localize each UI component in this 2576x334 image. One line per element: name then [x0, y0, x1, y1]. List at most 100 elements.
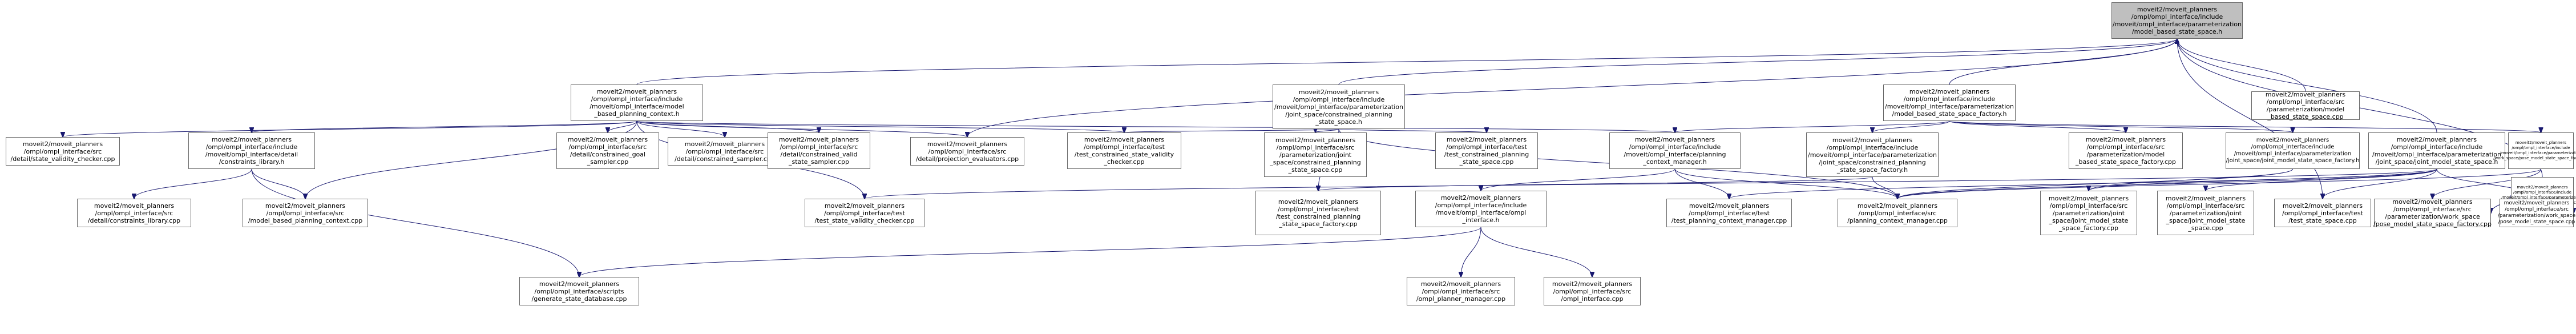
- file-node-label-line: moveit2/moveit_planners: [1440, 194, 1521, 202]
- file-node-label-line: moveit2/moveit_planners: [1446, 136, 1527, 143]
- file-node-label-line: /ompl_interface.cpp: [1561, 295, 1624, 303]
- file-node-label-line: moveit2/moveit_planners: [927, 140, 1008, 148]
- file-node-label-line: /generate_state_database.cpp: [531, 295, 627, 303]
- file-node-label-line: /ompl/ompl_interface/src: [1422, 287, 1500, 295]
- file-node-mbsscpp[interactable]: moveit2/moveit_planners/ompl/ompl_interf…: [2251, 91, 2360, 120]
- file-node-label-line: moveit2/moveit_planners: [1420, 280, 1501, 288]
- include-edge-mbssf-to-pcm: [1675, 120, 1950, 132]
- file-node-label-line: moveit2/moveit_planners: [567, 136, 648, 143]
- file-node-label-line: /ompl/ompl_interface/test: [1446, 143, 1527, 151]
- file-node-cpssf[interactable]: moveit2/moveit_planners/ompl/ompl_interf…: [1806, 132, 1939, 177]
- file-node-cpsscpp[interactable]: moveit2/moveit_planners/ompl/ompl_interf…: [1264, 132, 1367, 177]
- file-node-label-line: _based_state_space.cpp: [2267, 113, 2344, 120]
- file-node-label-line: _interface.h: [1462, 216, 1500, 224]
- file-node-label-line: moveit2/moveit_planners: [1689, 202, 1770, 210]
- include-edge-mpc-to-clh: [252, 120, 637, 132]
- file-node-label-line: _space/joint_model_state: [2049, 216, 2129, 224]
- file-node-label-line: /ompl/ompl_interface/src: [2393, 206, 2472, 213]
- file-node-label-line: moveit2/moveit_planners: [2137, 6, 2218, 13]
- file-node-clh[interactable]: moveit2/moveit_planners/ompl/ompl_interf…: [188, 132, 315, 169]
- file-node-mbssfcpp[interactable]: moveit2/moveit_planners/ompl/ompl_interf…: [2069, 132, 2183, 169]
- include-edge-mpc-to-cs: [636, 120, 725, 137]
- file-node-gsd[interactable]: moveit2/moveit_planners/ompl/ompl_interf…: [519, 277, 639, 305]
- include-edge-jmss-to-tsvc: [865, 168, 2437, 199]
- file-node-label-line: /ompl/ompl_interface/test: [1689, 209, 1770, 217]
- file-node-label-line: /ompl/ompl_interface/src: [1276, 143, 1355, 151]
- file-node-label-line: moveit2/moveit_planners: [1857, 202, 1938, 210]
- file-node-label-line: moveit2/moveit_planners: [1275, 136, 1356, 144]
- file-node-label-line: /parameterization/model: [2086, 151, 2165, 158]
- file-node-label-line: /moveit/ompl_interface/parameterization: [1885, 103, 2014, 110]
- file-node-label-line: /joint_space/joint_model_state_space_fac…: [2226, 158, 2360, 164]
- file-node-label-line: /moveit/ompl_interface/model: [590, 103, 684, 110]
- file-node-pmssfcpp[interactable]: moveit2/moveit_planners/ompl/ompl_interf…: [2373, 198, 2492, 228]
- include-edge-mpc-to-cvss: [636, 120, 819, 132]
- include-edge-oih-to-gsd: [579, 227, 1481, 277]
- file-node-tpcm[interactable]: moveit2/moveit_planners/ompl/ompl_interf…: [1666, 199, 1792, 227]
- file-node-label-line: /moveit/ompl_interface/parameterization: [2501, 195, 2576, 200]
- include-edge-mbssf-to-root: [1949, 39, 2177, 85]
- file-node-pe[interactable]: moveit2/moveit_planners/ompl/ompl_interf…: [910, 137, 1024, 166]
- file-node-pcm[interactable]: moveit2/moveit_planners/ompl/ompl_interf…: [1609, 132, 1741, 169]
- file-node-label-line: /ompl/ompl_interface/src: [1858, 209, 1937, 217]
- file-node-label-line: /ompl/ompl_interface/test: [1084, 143, 1165, 151]
- file-node-csp[interactable]: moveit2/moveit_planners/ompl/ompl_interf…: [1273, 84, 1405, 129]
- file-node-label-line: moveit2/moveit_planners: [2517, 185, 2568, 190]
- file-node-pmssf[interactable]: moveit2/moveit_planners/ompl/ompl_interf…: [2493, 132, 2576, 169]
- file-node-cgs[interactable]: moveit2/moveit_planners/ompl/ompl_interf…: [556, 132, 659, 169]
- file-node-cvss[interactable]: moveit2/moveit_planners/ompl/ompl_interf…: [768, 132, 870, 169]
- file-node-tcpssf[interactable]: moveit2/moveit_planners/ompl/ompl_interf…: [1255, 191, 1381, 235]
- file-node-pcmcpp[interactable]: moveit2/moveit_planners/ompl/ompl_interf…: [1838, 199, 1957, 227]
- file-node-label-line: moveit2/moveit_planners: [2504, 200, 2570, 206]
- file-node-label-line: /test_constrained_state_validity: [1074, 151, 1174, 158]
- file-node-label-line: moveit2/moveit_planners: [22, 140, 103, 148]
- file-node-clcpp[interactable]: moveit2/moveit_planners/ompl/ompl_interf…: [77, 199, 191, 227]
- file-node-root[interactable]: moveit2/moveit_planners/ompl/ompl_interf…: [2111, 2, 2243, 39]
- file-node-pmsscpp[interactable]: moveit2/moveit_planners/ompl/ompl_interf…: [2498, 199, 2575, 227]
- file-node-opm[interactable]: moveit2/moveit_planners/ompl/ompl_interf…: [1407, 277, 1515, 305]
- include-edge-csp-to-tcsvc: [1124, 129, 1339, 132]
- file-node-mpc[interactable]: moveit2/moveit_planners/ompl/ompl_interf…: [571, 84, 703, 121]
- file-node-label-line: /ompl/ompl_interface/include: [2131, 13, 2223, 21]
- include-edge-mbsscpp-to-root: [2177, 39, 2306, 92]
- file-node-jmss[interactable]: moveit2/moveit_planners/ompl/ompl_interf…: [2368, 132, 2505, 169]
- file-node-label-line: /moveit/ompl_interface/planning: [1624, 151, 1726, 158]
- file-node-label-line: /ompl/ompl_interface/src: [928, 147, 1007, 155]
- file-node-label-line: /planning_context_manager.cpp: [1847, 216, 1948, 224]
- file-node-label-line: /ompl/ompl_interface/src: [2086, 143, 2165, 151]
- include-edge-csp-to-root: [1338, 39, 2177, 85]
- file-node-tcpss[interactable]: moveit2/moveit_planners/ompl/ompl_interf…: [1435, 132, 1538, 169]
- include-edge-clh-to-mbpccpp: [251, 168, 305, 199]
- file-node-label-line: moveit2/moveit_planners: [2048, 194, 2129, 202]
- file-node-label-line: /ompl/ompl_interface/src: [95, 209, 173, 217]
- file-node-svc[interactable]: moveit2/moveit_planners/ompl/ompl_interf…: [6, 137, 120, 166]
- file-node-tsvc[interactable]: moveit2/moveit_planners/ompl/ompl_interf…: [805, 199, 924, 227]
- file-node-label-line: _sampler.cpp: [587, 158, 629, 166]
- include-edge-tss-to-root: [2177, 39, 2323, 199]
- file-node-label-line: moveit2/moveit_planners: [1278, 198, 1359, 206]
- file-node-mbpccpp[interactable]: moveit2/moveit_planners/ompl/ompl_interf…: [243, 199, 368, 227]
- file-node-label-line: /ompl/ompl_interface/src: [2049, 202, 2128, 210]
- file-node-mbssf[interactable]: moveit2/moveit_planners/ompl/ompl_interf…: [1883, 84, 2016, 121]
- file-node-jmssfcpp[interactable]: moveit2/moveit_planners/ompl/ompl_interf…: [2040, 191, 2137, 235]
- file-node-label-line: /ompl/ompl_interface/include: [2251, 144, 2335, 150]
- include-edge-cpssf-to-tcpssf: [1318, 176, 1873, 191]
- file-node-label-line: /ompl/ompl_interface/scripts: [534, 287, 624, 295]
- file-node-oih[interactable]: moveit2/moveit_planners/ompl/ompl_interf…: [1415, 191, 1547, 227]
- include-edge-oih-to-oicpp: [1480, 227, 1592, 277]
- file-node-jmsscpp[interactable]: moveit2/moveit_planners/ompl/ompl_interf…: [2157, 191, 2254, 235]
- file-node-label-line: moveit2/moveit_planners: [2515, 140, 2567, 145]
- include-edge-mbssf-to-cpssf: [1872, 120, 1950, 132]
- include-edge-mpc-to-root: [636, 39, 2177, 85]
- file-node-label-line: /moveit/ompl_interface/parameterization: [1274, 103, 1403, 111]
- file-node-label-line: _space/constrained_planning: [1270, 158, 1361, 166]
- include-edge-pmssf-to-pcmcpp: [1897, 168, 2541, 199]
- include-edge-csp-to-tcpss: [1338, 129, 1487, 132]
- file-node-tss[interactable]: moveit2/moveit_planners/ompl/ompl_interf…: [2274, 199, 2371, 227]
- file-node-label-line: /ompl/ompl_interface/test: [2282, 209, 2363, 217]
- file-node-tcsvc[interactable]: moveit2/moveit_planners/ompl/ompl_interf…: [1067, 132, 1181, 169]
- file-node-label-line: /model_based_state_space.h: [2131, 28, 2223, 35]
- file-node-jmssf[interactable]: moveit2/moveit_planners/ompl/ompl_interf…: [2226, 132, 2360, 169]
- file-node-oicpp[interactable]: moveit2/moveit_planners/ompl/ompl_interf…: [1544, 277, 1641, 305]
- file-node-cs[interactable]: moveit2/moveit_planners/ompl/ompl_interf…: [668, 137, 782, 166]
